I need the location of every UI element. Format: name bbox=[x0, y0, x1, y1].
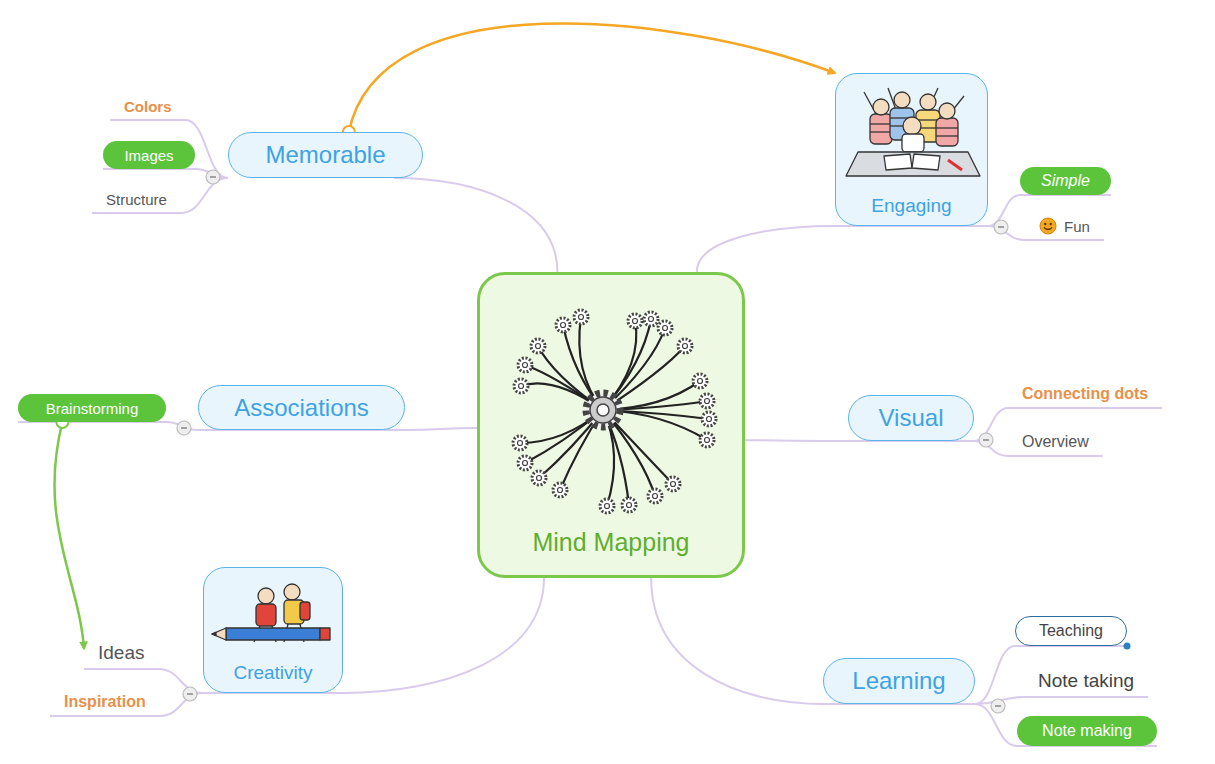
subtopic-text: Overview bbox=[1008, 431, 1103, 456]
topic-label: Note making bbox=[1042, 722, 1132, 740]
subtopic-pill: Simple bbox=[1020, 167, 1111, 195]
topic-label: Note taking bbox=[1038, 670, 1134, 692]
cross-link-arrow bbox=[54, 422, 84, 649]
topic-label: Learning bbox=[852, 667, 945, 695]
topic-label: Associations bbox=[234, 394, 369, 422]
topic-label: Structure bbox=[106, 191, 167, 208]
branch-topic-image: Creativity bbox=[203, 567, 343, 693]
topic-label: Teaching bbox=[1039, 622, 1103, 640]
subtopic-pill: Note making bbox=[1017, 716, 1157, 746]
topic-label: Ideas bbox=[98, 642, 144, 664]
topic-label: Visual bbox=[879, 404, 944, 432]
branch-line bbox=[92, 178, 228, 213]
subtopic-text: Structure bbox=[92, 189, 181, 213]
topic-label: Creativity bbox=[233, 662, 312, 684]
subtopic-text: Note taking bbox=[1024, 668, 1148, 697]
branch-line bbox=[18, 422, 198, 430]
branch-line bbox=[651, 578, 975, 704]
topic-label: Memorable bbox=[265, 141, 385, 169]
topic-label: Brainstorming bbox=[46, 400, 139, 417]
smiley-icon bbox=[1039, 217, 1057, 235]
topic-label: Fun bbox=[1064, 218, 1090, 235]
branch-topic: Associations bbox=[198, 385, 405, 430]
subtopic-outline-pill: Teaching bbox=[1015, 616, 1127, 646]
branch-line bbox=[50, 693, 203, 716]
subtopic-text: Ideas bbox=[84, 640, 158, 669]
topic-label: Images bbox=[124, 147, 173, 164]
branch-topic: Memorable bbox=[228, 132, 423, 178]
cross-link-arrow bbox=[349, 23, 835, 132]
branch-topic-image: Engaging bbox=[835, 73, 988, 226]
topic-label: Mind Mapping bbox=[532, 528, 689, 557]
topic-label: Colors bbox=[124, 98, 172, 115]
subtopic-text: Inspiration bbox=[50, 691, 160, 716]
central-topic: Mind Mapping bbox=[477, 272, 745, 578]
subtopic-pill: Images bbox=[103, 141, 195, 169]
topic-label: Engaging bbox=[871, 195, 951, 217]
topic-label: Connecting dots bbox=[1022, 385, 1148, 403]
collapse-button bbox=[177, 170, 1008, 713]
collapse-minus bbox=[181, 177, 1004, 706]
branch-topic: Learning bbox=[823, 658, 975, 704]
subtopic-pill: Brainstorming bbox=[18, 394, 166, 422]
subtopic-text: Colors bbox=[110, 96, 186, 120]
corner-dot bbox=[1124, 643, 1131, 650]
subtopic-text: Connecting dots bbox=[1008, 383, 1162, 408]
subtopic-text: Fun bbox=[1025, 215, 1104, 240]
branch-topic: Visual bbox=[848, 395, 974, 441]
topic-label: Overview bbox=[1022, 433, 1089, 451]
branch-line bbox=[394, 178, 558, 272]
branch-line bbox=[697, 226, 988, 272]
topic-label: Simple bbox=[1041, 172, 1090, 190]
topic-label: Inspiration bbox=[64, 693, 146, 711]
